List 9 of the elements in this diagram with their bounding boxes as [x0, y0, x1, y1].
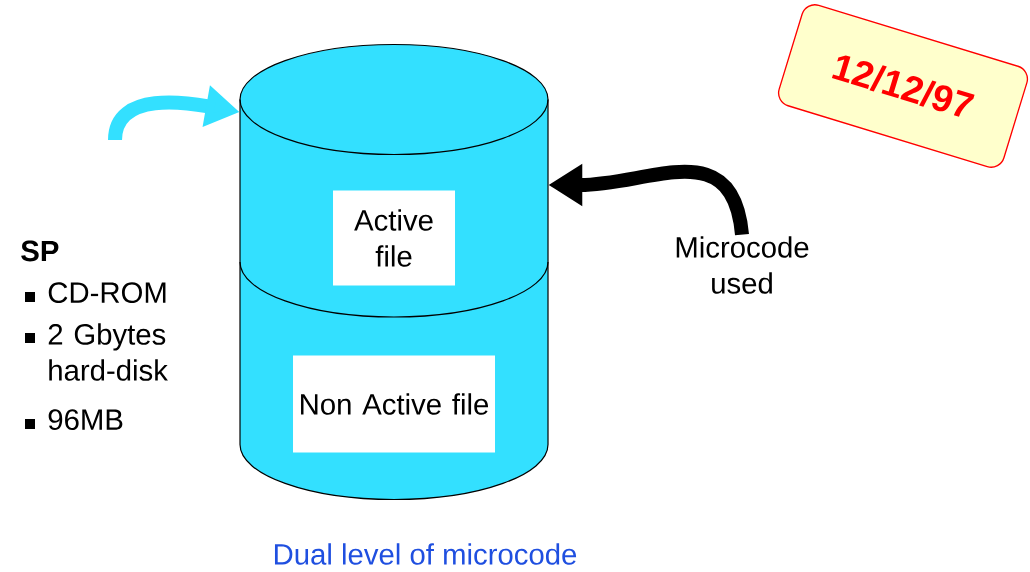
date-stamp: 12/12/97	[777, 4, 1029, 168]
file-box: Active file	[333, 190, 455, 286]
file-box: Non Active file	[293, 355, 495, 453]
caption: Dual level of microcode	[274, 543, 577, 565]
list-item: CD-ROM	[48, 282, 166, 304]
heading: SP	[21, 240, 59, 262]
text-label: Microcode used	[676, 236, 809, 294]
list-item: 2 Gbytes hard-disk	[48, 323, 168, 381]
list-item: 96MB	[48, 409, 123, 431]
